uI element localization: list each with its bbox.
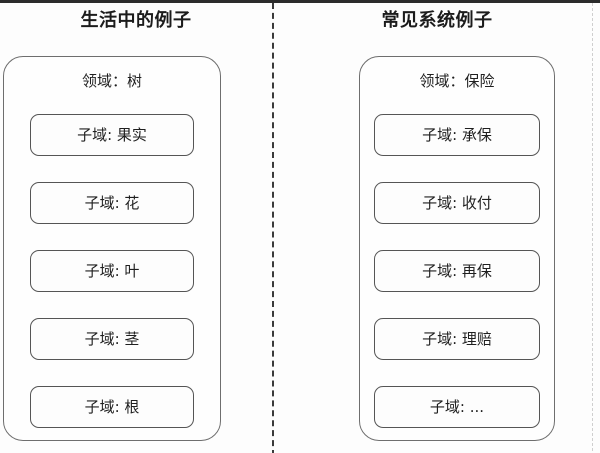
subdomain-box[interactable]: 子域: 根 xyxy=(30,386,194,428)
subdomain-box[interactable]: 子域: 收付 xyxy=(374,182,540,224)
subdomain-box[interactable]: 子域: 理赔 xyxy=(374,318,540,360)
subdomain-label: 子域: 果实 xyxy=(77,126,147,144)
subdomain-list-insurance: 子域: 承保 子域: 收付 子域: 再保 子域: 理赔 子域: ... xyxy=(360,114,554,428)
subdomain-box[interactable]: 子域: 茎 xyxy=(30,318,194,360)
column-title-system-example: 常见系统例子 xyxy=(381,10,493,31)
subdomain-label: 子域: 再保 xyxy=(422,262,492,280)
subdomain-label: 子域: ... xyxy=(429,398,485,416)
domain-label-tree: 领域：树 xyxy=(81,72,142,90)
domain-label-insurance: 领域：保险 xyxy=(419,72,495,90)
subdomain-box[interactable]: 子域: 承保 xyxy=(374,114,540,156)
subdomain-box[interactable]: 子域: 再保 xyxy=(374,250,540,292)
subdomain-box[interactable]: 子域: 花 xyxy=(30,182,194,224)
subdomain-list-tree: 子域: 果实 子域: 花 子域: 叶 子域: 茎 子域: 根 xyxy=(4,114,220,428)
subdomain-label: 子域: 承保 xyxy=(422,126,492,144)
subdomain-label: 子域: 根 xyxy=(84,398,140,416)
right-edge-dashed-line xyxy=(592,3,593,453)
domain-card-insurance[interactable]: 领域：保险 子域: 承保 子域: 收付 子域: 再保 子域: 理赔 子域: ..… xyxy=(359,56,555,441)
column-system-example: 常见系统例子 领域：保险 子域: 承保 子域: 收付 子域: 再保 子域: 理赔… xyxy=(274,3,600,453)
subdomain-label: 子域: 花 xyxy=(84,194,140,212)
subdomain-label: 子域: 茎 xyxy=(84,330,140,348)
column-life-example: 生活中的例子 领域：树 子域: 果实 子域: 花 子域: 叶 子域: 茎 子域:… xyxy=(0,3,272,453)
subdomain-label: 子域: 理赔 xyxy=(422,330,492,348)
subdomain-box[interactable]: 子域: 果实 xyxy=(30,114,194,156)
column-divider-dashed xyxy=(272,3,274,453)
domain-card-tree[interactable]: 领域：树 子域: 果实 子域: 花 子域: 叶 子域: 茎 子域: 根 xyxy=(3,56,221,441)
subdomain-box[interactable]: 子域: 叶 xyxy=(30,250,194,292)
subdomain-box[interactable]: 子域: ... xyxy=(374,386,540,428)
subdomain-label: 子域: 收付 xyxy=(422,194,492,212)
subdomain-label: 子域: 叶 xyxy=(84,262,140,280)
column-title-life-example: 生活中的例子 xyxy=(80,10,192,31)
